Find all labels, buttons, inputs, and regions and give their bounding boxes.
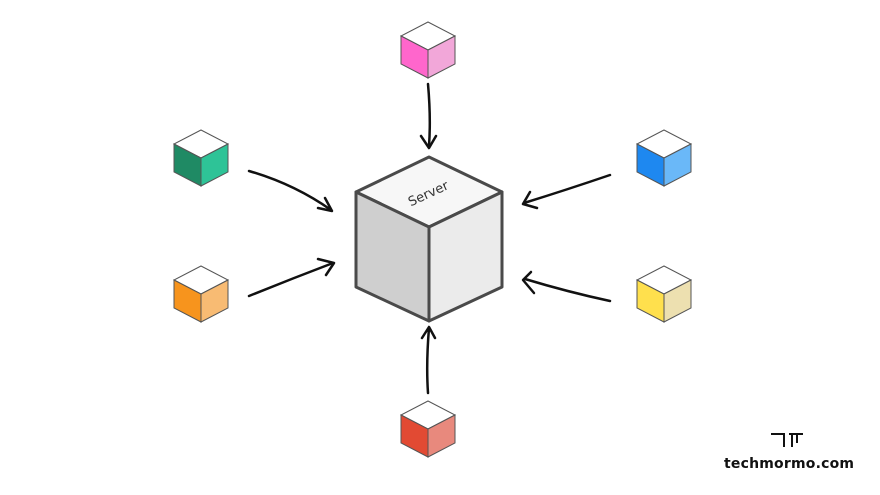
brand-logo: techmormo.com — [724, 430, 854, 480]
cube-right-face — [427, 414, 456, 458]
client-green-cube — [172, 129, 230, 187]
cube-right-face — [663, 143, 692, 187]
client-blue-cube — [635, 129, 693, 187]
brand-name: techmormo.com — [724, 456, 855, 472]
client-yellow-cube — [635, 265, 693, 323]
server-cube: Server — [354, 155, 504, 323]
arrow-green-to-server — [247, 169, 334, 213]
arrow-red-to-server — [420, 325, 437, 395]
client-pink-cube — [399, 21, 457, 79]
cube-right-face — [663, 279, 692, 323]
arrow-orange-to-server — [247, 257, 336, 298]
techmormo-logo-icon — [771, 433, 803, 447]
cube-right-face — [427, 35, 456, 79]
client-red-cube — [399, 400, 457, 458]
client-orange-cube — [172, 265, 230, 323]
arrow-yellow-to-server — [521, 270, 612, 303]
cube-right-face — [200, 143, 229, 187]
arrow-pink-to-server — [419, 82, 438, 150]
server-right-face — [427, 190, 504, 323]
arrow-blue-to-server — [521, 173, 612, 210]
cube-right-face — [200, 279, 229, 323]
